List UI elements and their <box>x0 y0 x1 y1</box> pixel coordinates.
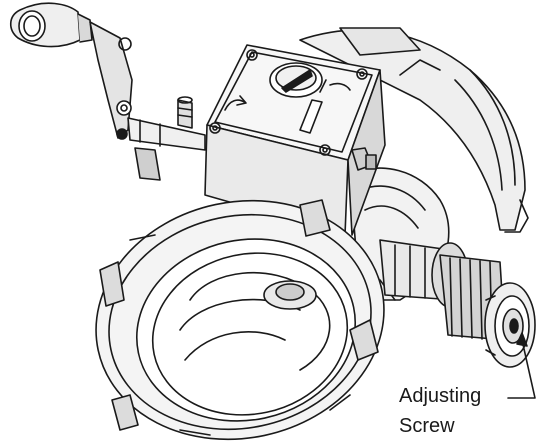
callout-label-line2: Screw <box>399 415 455 437</box>
crank-handle <box>9 2 206 181</box>
outlet-assembly <box>379 239 536 368</box>
callout-label-line1: Adjusting <box>399 385 482 407</box>
callout-leader <box>507 332 536 399</box>
inlet-coupling <box>95 199 396 441</box>
